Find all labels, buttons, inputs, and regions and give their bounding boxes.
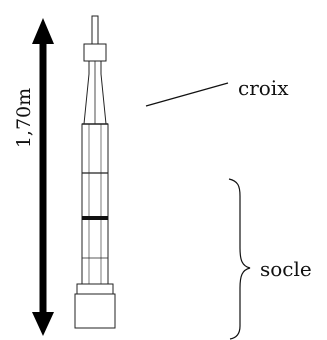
height-arrow-top-head — [32, 18, 54, 44]
socle-brace — [228, 178, 251, 340]
croix-leader-line — [145, 82, 229, 107]
socle-column — [81, 123, 109, 285]
cross-tip — [91, 15, 99, 45]
socle-base-top — [76, 283, 114, 295]
cross-arm — [83, 43, 107, 62]
height-arrow-bottom-head — [32, 312, 54, 336]
cross-shaft-taper — [83, 61, 107, 125]
height-arrow — [32, 18, 54, 336]
height-label: 1,70m — [13, 88, 35, 148]
socle-band — [82, 216, 108, 220]
socle-drawing — [74, 123, 116, 329]
cross-drawing — [82, 15, 108, 125]
socle-base — [74, 293, 116, 329]
socle-label: socle — [260, 257, 312, 281]
croix-label: croix — [238, 76, 289, 100]
